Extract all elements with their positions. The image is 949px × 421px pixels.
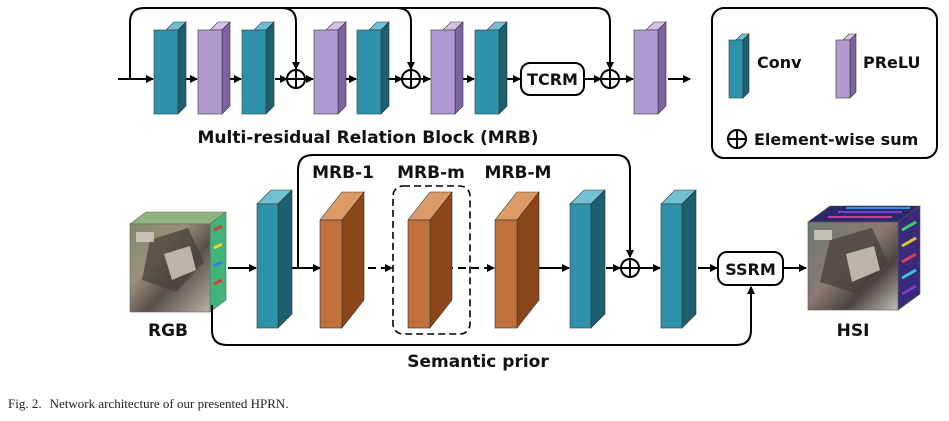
mrb-m-label: MRB-m (397, 163, 465, 183)
hsi-output-cube (807, 205, 921, 311)
prelu-block (633, 21, 667, 115)
element-wise-sum-icon (620, 258, 640, 278)
figure-caption: Fig. 2. Network architecture of our prese… (8, 396, 289, 412)
element-wise-sum-icon (727, 129, 747, 149)
sum-symbols-top (286, 69, 620, 89)
conv-block (474, 21, 508, 115)
element-wise-sum-icon (401, 69, 421, 89)
mrb-block-M (494, 191, 540, 329)
semantic-prior-label: Semantic prior (407, 352, 549, 372)
mrb-detail-layers (153, 21, 667, 115)
ssrm-module: SSRM (717, 251, 784, 286)
conv-block (153, 21, 187, 115)
mrb-block-m (392, 185, 471, 335)
ssrm-label: SSRM (725, 260, 776, 279)
legend-prelu-swatch (835, 33, 857, 99)
element-wise-sum-icon (286, 69, 306, 89)
conv-block (356, 21, 390, 115)
legend-prelu-label: PReLU (863, 53, 921, 72)
figure-number: Fig. 2. (8, 396, 42, 411)
element-wise-sum-icon (600, 69, 620, 89)
prelu-block (197, 21, 231, 115)
figure-caption-text: Network architecture of our presented HP… (49, 396, 289, 411)
rgb-input-cube (129, 211, 227, 313)
tcrm-module: TCRM (520, 62, 585, 96)
legend-sum-label: Element-wise sum (754, 130, 918, 149)
prelu-block (430, 21, 464, 115)
conv-block (256, 189, 293, 329)
hsi-label: HSI (837, 321, 870, 341)
main-flow-lines (211, 154, 807, 346)
mrb-title: Multi-residual Relation Block (MRB) (197, 128, 538, 148)
mrb-detail (118, 7, 691, 83)
legend-conv-label: Conv (757, 53, 802, 72)
mrb-M-label: MRB-M (485, 163, 552, 183)
prelu-block (313, 21, 347, 115)
mrb-block-1 (319, 191, 365, 329)
legend-conv-swatch (728, 33, 750, 99)
legend: Conv PReLU Element-wise sum (711, 7, 938, 159)
conv-block (660, 189, 697, 329)
mrb-1-label: MRB-1 (312, 163, 374, 183)
conv-block (241, 21, 275, 115)
conv-block (569, 189, 606, 329)
rgb-label: RGB (148, 321, 188, 341)
tcrm-label: TCRM (527, 70, 578, 89)
